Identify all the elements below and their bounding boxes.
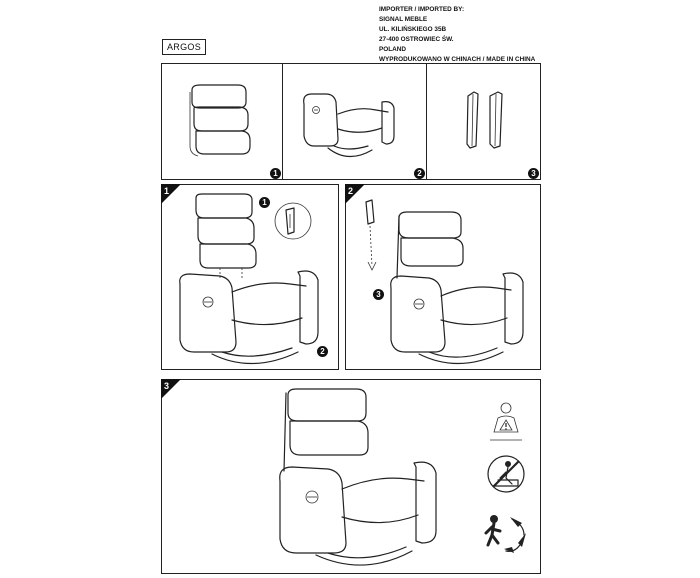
importer-info: IMPORTER / IMPORTED BY: SIGNAL MEBLE UL.… xyxy=(379,5,579,66)
importer-line: POLAND xyxy=(379,46,406,54)
backrest-icon xyxy=(189,84,251,157)
importer-line: IMPORTER / IMPORTED BY: xyxy=(379,6,465,13)
importer-line: 27-400 OSTROWIEC ŚW. xyxy=(379,36,454,44)
chair-base-icon xyxy=(303,93,395,158)
side-brackets-icon xyxy=(466,91,503,149)
importer-line: WYPRODUKOWANO W CHINACH / MADE IN CHINA xyxy=(379,56,536,64)
recliner-assembly-illustration xyxy=(179,193,319,365)
part-number-badge: 3 xyxy=(528,168,539,179)
step-corner-flag xyxy=(345,184,365,204)
step-number: 3 xyxy=(164,381,170,391)
recliner-final-illustration xyxy=(279,388,437,566)
step-3-panel xyxy=(161,379,541,574)
step-corner-flag xyxy=(161,379,181,399)
no-climbing-icon xyxy=(487,455,525,493)
step-2-panel xyxy=(345,184,541,370)
step-1-panel xyxy=(161,184,339,370)
callout-badge: 3 xyxy=(373,289,384,300)
part-number-badge: 1 xyxy=(270,168,281,179)
importer-line: UL. KILIŃSKIEGO 35B xyxy=(379,26,447,34)
part-number-badge: 2 xyxy=(414,168,425,179)
importer-line: SIGNAL MEBLE xyxy=(379,16,428,24)
parts-divider xyxy=(426,63,427,180)
model-name-label: ARGOS xyxy=(162,39,206,55)
no-standing-on-chair-icon xyxy=(490,402,522,441)
step-corner-flag xyxy=(161,184,181,204)
bracket-insert-illustration xyxy=(365,199,377,271)
parts-panel xyxy=(161,63,541,180)
recycle-icon xyxy=(484,515,526,553)
parts-divider xyxy=(282,63,283,180)
callout-badge: 2 xyxy=(317,346,328,357)
bracket-detail-callout xyxy=(274,202,312,240)
step-number: 2 xyxy=(348,186,354,196)
callout-badge: 1 xyxy=(259,197,270,208)
step-number: 1 xyxy=(164,186,170,196)
recliner-assembled-illustration xyxy=(390,211,524,365)
